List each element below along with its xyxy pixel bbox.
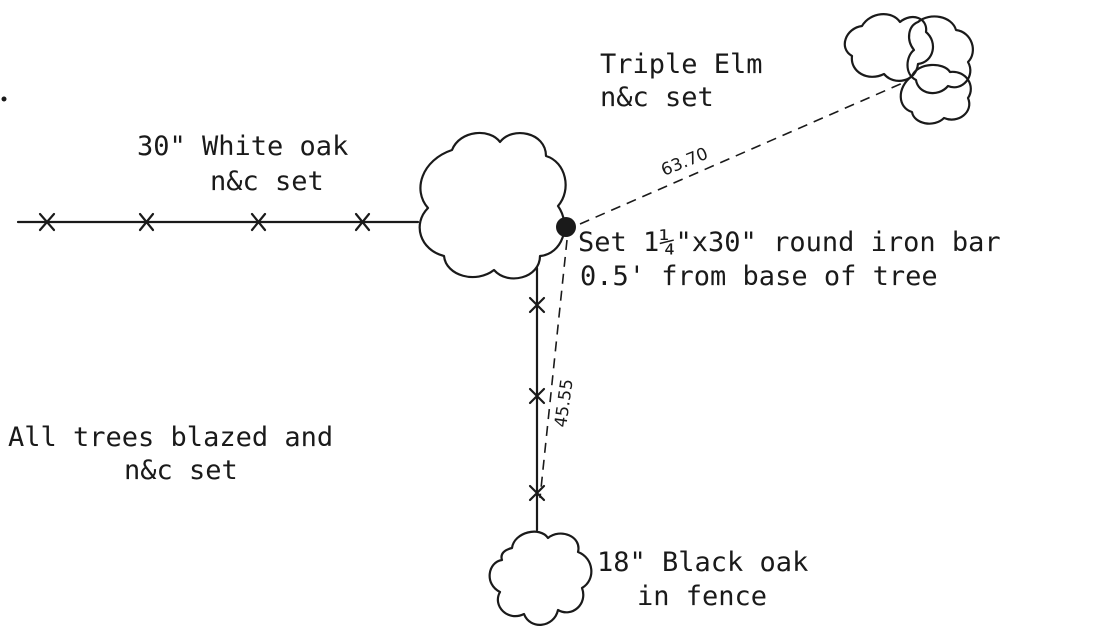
fence-marks-west bbox=[38, 212, 371, 232]
white-oak-tree-icon bbox=[418, 131, 567, 280]
iron-bar-label: Set 1¼"x30" round iron bar bbox=[578, 227, 1001, 258]
all-trees-label: All trees blazed and bbox=[8, 422, 333, 453]
x-mark bbox=[528, 387, 546, 405]
distance-black-oak: 45.55 bbox=[551, 378, 578, 429]
x-mark bbox=[528, 484, 546, 502]
all-trees-note: n&c set bbox=[124, 455, 238, 486]
triple-elm-note: n&c set bbox=[600, 82, 714, 113]
iron-bar-marker-icon bbox=[556, 217, 576, 237]
x-mark bbox=[528, 296, 546, 314]
triple-elm-label: Triple Elm bbox=[600, 49, 763, 80]
stray-dot bbox=[1, 96, 7, 102]
x-mark bbox=[138, 212, 155, 232]
black-oak-label: 18" Black oak bbox=[597, 547, 808, 578]
x-mark bbox=[250, 212, 267, 232]
white-oak-note: n&c set bbox=[210, 166, 324, 197]
tie-line-triple-elm bbox=[579, 81, 906, 225]
x-mark bbox=[354, 212, 371, 232]
x-mark bbox=[38, 212, 56, 232]
triple-elm-tree-icon bbox=[843, 13, 974, 125]
distance-triple-elm: 63.70 bbox=[658, 144, 711, 181]
black-oak-note: in fence bbox=[637, 581, 767, 612]
iron-bar-note: 0.5' from base of tree bbox=[580, 261, 938, 292]
white-oak-label: 30" White oak bbox=[137, 131, 348, 162]
tie-line-black-oak bbox=[539, 239, 568, 499]
fence-marks-south bbox=[528, 296, 546, 502]
black-oak-tree-icon bbox=[488, 530, 593, 626]
